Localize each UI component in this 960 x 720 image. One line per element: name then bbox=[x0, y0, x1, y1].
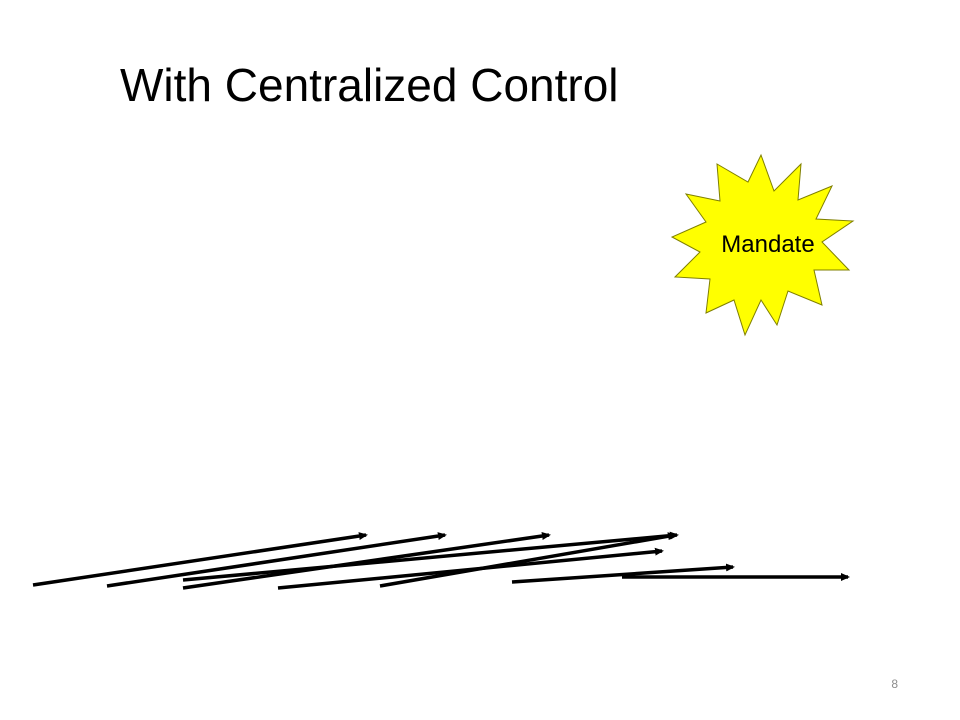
slide-title: With Centralized Control bbox=[120, 59, 619, 111]
page-number: 8 bbox=[891, 677, 898, 691]
arrow-6 bbox=[379, 532, 677, 588]
burst-shape: Mandate bbox=[670, 153, 855, 337]
arrow-group bbox=[32, 531, 850, 590]
arrow-3 bbox=[182, 532, 551, 590]
arrow-7 bbox=[511, 563, 735, 584]
mandate-label: Mandate bbox=[721, 231, 814, 258]
arrow-1 bbox=[32, 532, 368, 587]
arrow-4 bbox=[182, 531, 679, 582]
mandate-burst bbox=[670, 153, 855, 337]
arrow-2 bbox=[106, 532, 447, 588]
